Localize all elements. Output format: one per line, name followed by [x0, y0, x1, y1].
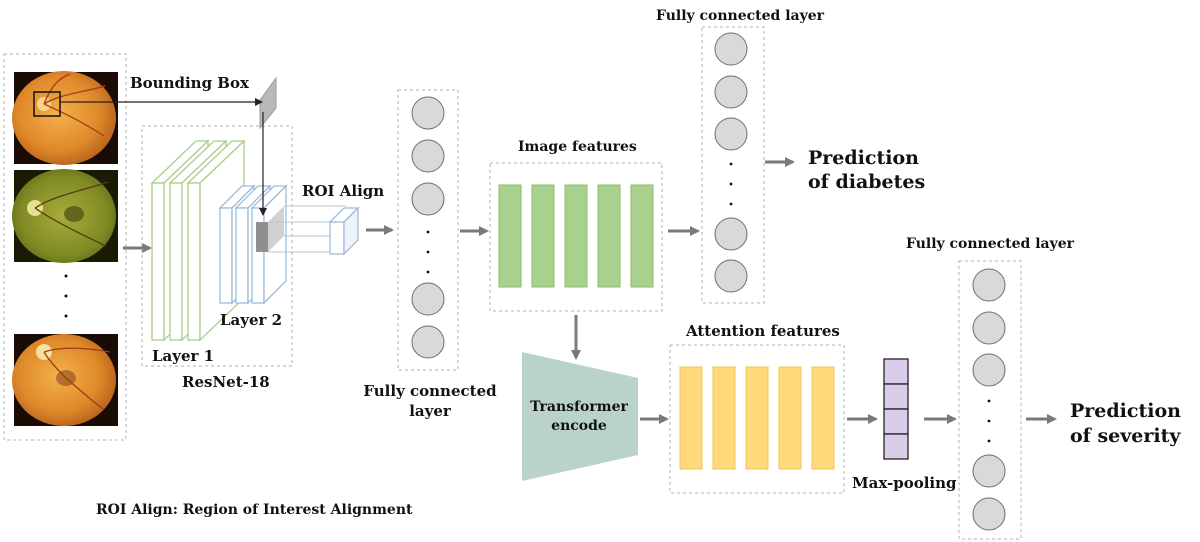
- feature-bar: [630, 184, 654, 288]
- bounding-box-label: Bounding Box: [130, 74, 249, 92]
- fundus-image-3: [12, 334, 118, 426]
- transformer-label-line1: Transformer: [530, 399, 628, 415]
- fc-layer-1-label-line2: layer: [409, 402, 451, 420]
- ellipsis-dots: [64, 274, 68, 318]
- feature-bar: [597, 184, 621, 288]
- fc-layer-right-box: [958, 260, 1022, 540]
- neuron: [411, 139, 445, 173]
- bounding-box-region: [33, 91, 61, 117]
- neuron: [972, 454, 1006, 488]
- attention-bar: [712, 366, 736, 470]
- neuron: [411, 325, 445, 359]
- layer-1-label: Layer 1: [152, 347, 215, 365]
- fc-layer-right-dots: [987, 399, 991, 443]
- fc-layer-top-box: [701, 26, 765, 304]
- fc-layer-top-label: Fully connected layer: [656, 8, 825, 24]
- prediction-diabetes-label: Prediction of diabetes: [808, 146, 925, 194]
- max-pooling-label: Max-pooling: [852, 474, 957, 492]
- attention-features-label: Attention features: [686, 322, 840, 340]
- transformer-label: Transformer encode: [516, 398, 642, 436]
- feature-bar: [564, 184, 588, 288]
- max-pooling-block: [883, 358, 909, 460]
- transformer-label-line2: encode: [551, 418, 607, 434]
- fc-layer-1-neurons: [411, 96, 445, 359]
- roi-projection-dark: [256, 222, 268, 252]
- neuron: [714, 117, 748, 151]
- fc-layer-right-neurons: [972, 268, 1006, 531]
- transformer-encoder-shape: [522, 352, 638, 481]
- resnet-layer-2: [218, 184, 288, 305]
- attention-bar: [811, 366, 835, 470]
- attention-bar: [679, 366, 703, 470]
- feature-bar: [531, 184, 555, 288]
- fundus-image-1: [12, 71, 118, 165]
- fundus-image-2: [12, 169, 118, 263]
- neuron: [972, 497, 1006, 531]
- roi-align-label: ROI Align: [302, 182, 385, 200]
- neuron: [714, 217, 748, 251]
- fc-layer-top-neurons: [714, 32, 748, 293]
- prediction-severity-line1: Prediction: [1070, 400, 1181, 422]
- roi-projection-side: [268, 206, 284, 252]
- resnet-label: ResNet-18: [182, 373, 270, 391]
- neuron: [972, 268, 1006, 302]
- image-features-label: Image features: [518, 139, 637, 155]
- neuron: [972, 353, 1006, 387]
- prediction-diabetes-line1: Prediction: [808, 147, 919, 169]
- fc-layer-1-box: [397, 89, 459, 371]
- neuron: [411, 282, 445, 316]
- prediction-diabetes-line2: of diabetes: [808, 171, 926, 193]
- attention-features-box: [669, 344, 845, 494]
- roi-align-footnote: ROI Align: Region of Interest Alignment: [96, 502, 413, 518]
- layer-2-label: Layer 2: [220, 311, 283, 329]
- prediction-severity-label: Prediction of severity: [1070, 399, 1181, 449]
- fc-layer-right-label: Fully connected layer: [906, 236, 1075, 252]
- fc-layer-1-label-line1: Fully connected: [363, 382, 497, 400]
- neuron: [972, 311, 1006, 345]
- neuron: [411, 96, 445, 130]
- neuron: [714, 32, 748, 66]
- image-features-box: [489, 162, 663, 312]
- fc-layer-top-dots: [729, 162, 733, 206]
- roi-align-block: [328, 206, 360, 256]
- neuron: [714, 75, 748, 109]
- feature-bar: [498, 184, 522, 288]
- resnet-box: [141, 125, 293, 367]
- prediction-severity-line2: of severity: [1070, 425, 1181, 447]
- neuron: [411, 182, 445, 216]
- fc-layer-1-label: Fully connected layer: [350, 381, 510, 421]
- image-features-bars: [498, 184, 654, 288]
- neuron: [714, 259, 748, 293]
- bounding-box-plane: [259, 76, 277, 130]
- attention-features-bars: [679, 366, 835, 470]
- attention-bar: [778, 366, 802, 470]
- fc-layer-1-dots: [426, 230, 430, 274]
- attention-bar: [745, 366, 769, 470]
